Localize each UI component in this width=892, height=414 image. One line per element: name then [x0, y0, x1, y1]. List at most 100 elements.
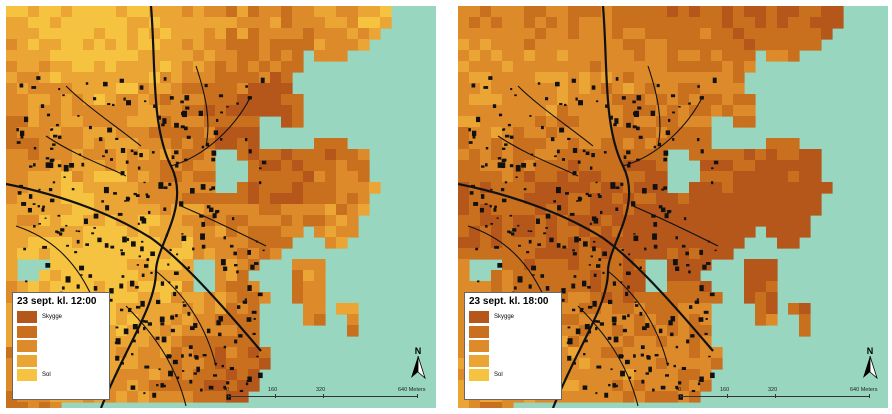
raster-cell — [733, 61, 745, 73]
raster-cell — [612, 50, 624, 62]
raster-cell — [546, 248, 558, 260]
raster-cell — [182, 237, 194, 249]
raster-cell — [292, 215, 304, 227]
raster-cell — [491, 270, 503, 282]
raster-cell — [656, 391, 668, 403]
raster-cell — [524, 105, 536, 117]
building — [226, 106, 229, 108]
raster-cell — [491, 6, 503, 18]
scale-label: 320 — [768, 387, 778, 393]
building — [574, 236, 579, 243]
raster-cell — [744, 160, 756, 172]
raster-cell — [612, 61, 624, 73]
raster-cell — [94, 105, 106, 117]
building — [244, 138, 248, 142]
building — [585, 151, 590, 156]
raster-cell — [799, 149, 811, 161]
raster-cell — [204, 347, 216, 359]
raster-cell — [667, 358, 679, 370]
raster-cell — [524, 160, 536, 172]
raster-cell — [94, 193, 106, 205]
raster-cell — [215, 204, 227, 216]
legend-row: Sol — [17, 368, 105, 383]
building — [480, 194, 485, 199]
building — [170, 315, 175, 320]
building — [204, 83, 208, 88]
raster-cell — [513, 171, 525, 183]
building — [211, 186, 216, 190]
raster-cell — [656, 358, 668, 370]
building — [153, 104, 158, 108]
raster-cell — [138, 193, 150, 205]
raster-cell — [94, 39, 106, 51]
raster-cell — [259, 94, 271, 106]
raster-cell — [193, 314, 205, 326]
raster-cell — [204, 248, 216, 260]
building — [584, 323, 590, 330]
raster-cell — [248, 28, 260, 40]
raster-cell — [656, 347, 668, 359]
raster-cell — [645, 314, 657, 326]
raster-cell — [215, 281, 227, 293]
raster-cell — [193, 358, 205, 370]
raster-cell — [524, 72, 536, 84]
scale-label: 320 — [316, 387, 326, 393]
building — [509, 214, 513, 217]
raster-cell — [61, 72, 73, 84]
raster-cell — [524, 94, 536, 106]
building — [686, 339, 690, 344]
raster-cell — [237, 17, 249, 29]
building — [514, 94, 517, 97]
raster-cell — [61, 116, 73, 128]
raster-cell — [347, 171, 359, 183]
raster-cell — [83, 171, 95, 183]
raster-cell — [28, 72, 40, 84]
raster-cell — [612, 39, 624, 51]
raster-cell — [502, 149, 514, 161]
raster-cell — [700, 171, 712, 183]
raster-cell — [204, 50, 216, 62]
raster-cell — [94, 72, 106, 84]
raster-cell — [105, 17, 117, 29]
raster-cell — [237, 94, 249, 106]
raster-cell — [270, 204, 282, 216]
road — [195, 65, 209, 147]
building — [615, 186, 620, 190]
raster-cell — [182, 347, 194, 359]
building — [626, 122, 631, 128]
raster-cell — [700, 17, 712, 29]
raster-cell — [590, 281, 602, 293]
raster-cell — [50, 270, 62, 282]
raster-cell — [215, 39, 227, 51]
raster-cell — [94, 171, 106, 183]
raster-cell — [50, 138, 62, 150]
raster-cell — [226, 215, 238, 227]
raster-cell — [61, 226, 73, 238]
building — [93, 97, 97, 101]
building — [672, 259, 678, 266]
raster-cell — [83, 105, 95, 117]
raster-cell — [568, 182, 580, 194]
building — [590, 255, 593, 258]
building — [620, 182, 624, 186]
raster-cell — [678, 248, 690, 260]
raster-cell — [513, 182, 525, 194]
raster-cell — [138, 127, 150, 139]
raster-cell — [314, 138, 326, 150]
building — [708, 355, 711, 358]
raster-cell — [303, 292, 315, 304]
raster-cell — [347, 160, 359, 172]
raster-cell — [127, 226, 139, 238]
raster-cell — [105, 237, 117, 249]
raster-cell — [634, 380, 646, 392]
raster-cell — [777, 226, 789, 238]
raster-cell — [292, 292, 304, 304]
building — [133, 192, 137, 196]
building — [591, 85, 596, 90]
raster-cell — [6, 303, 18, 315]
raster-cell — [689, 358, 701, 370]
building — [625, 291, 629, 297]
raster-cell — [601, 94, 613, 106]
building — [33, 146, 37, 150]
raster-cell — [458, 380, 470, 392]
